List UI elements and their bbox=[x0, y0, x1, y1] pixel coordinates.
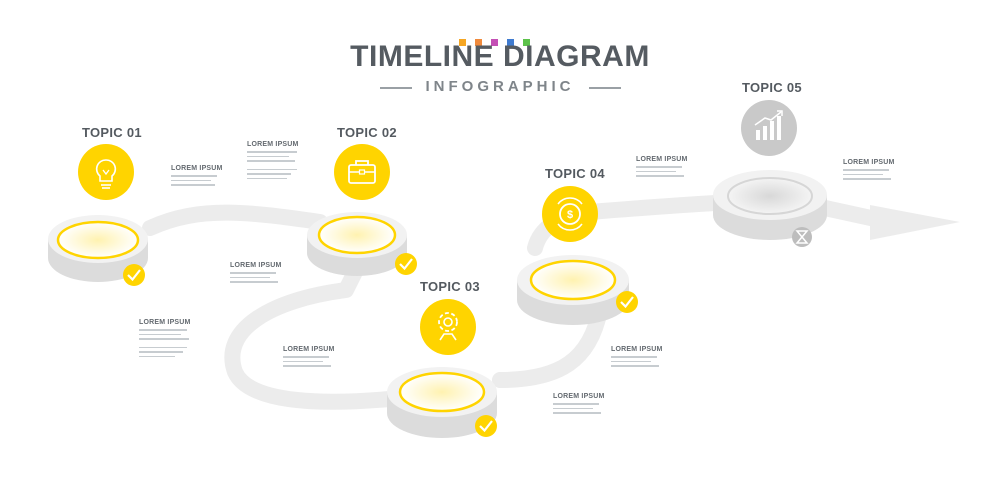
topic-title: TOPIC 03 bbox=[420, 279, 480, 294]
note-line bbox=[611, 365, 659, 367]
note-line bbox=[230, 272, 276, 274]
growth-chart-icon bbox=[741, 100, 797, 156]
platform-03 bbox=[387, 367, 497, 438]
note: LOREM IPSUM bbox=[843, 159, 895, 180]
note-heading: LOREM IPSUM bbox=[247, 141, 299, 148]
note-line bbox=[283, 356, 329, 358]
palette-dot bbox=[491, 39, 498, 46]
note-line bbox=[139, 351, 183, 353]
note-line bbox=[553, 403, 599, 405]
topic-title: TOPIC 01 bbox=[82, 125, 142, 140]
palette-dot bbox=[507, 39, 514, 46]
svg-text:$: $ bbox=[567, 209, 573, 221]
palette-dot bbox=[475, 39, 482, 46]
checkmark-icon bbox=[475, 415, 497, 437]
note-heading: LOREM IPSUM bbox=[611, 346, 663, 353]
note: LOREM IPSUM bbox=[139, 319, 194, 357]
briefcase-icon bbox=[334, 144, 390, 200]
note-line bbox=[611, 356, 657, 358]
coin-exchange-icon: $ bbox=[542, 186, 598, 242]
palette-dot bbox=[459, 39, 466, 46]
note-line bbox=[171, 184, 215, 186]
note-line bbox=[247, 155, 289, 157]
note-line bbox=[139, 355, 175, 357]
note-line bbox=[611, 360, 651, 362]
page-title: TIMELINE DIAGRAM bbox=[350, 40, 650, 73]
note-line bbox=[247, 151, 297, 153]
checkmark-icon bbox=[395, 253, 417, 275]
note-line bbox=[247, 173, 291, 175]
note-line bbox=[230, 281, 278, 283]
gear-icon bbox=[420, 299, 476, 355]
note-line bbox=[139, 346, 187, 348]
note-line bbox=[283, 365, 331, 367]
note-line bbox=[139, 338, 189, 340]
subtitle-row: INFOGRAPHIC bbox=[0, 78, 1000, 96]
note-line bbox=[636, 175, 684, 177]
note-heading: LOREM IPSUM bbox=[139, 319, 191, 326]
note: LOREM IPSUM bbox=[611, 346, 663, 367]
note-line bbox=[171, 175, 217, 177]
note-line bbox=[247, 160, 295, 162]
note-heading: LOREM IPSUM bbox=[553, 393, 605, 400]
platform-02 bbox=[307, 212, 417, 276]
note-line bbox=[283, 360, 323, 362]
note-heading: LOREM IPSUM bbox=[230, 262, 282, 269]
note-line bbox=[636, 170, 676, 172]
note-heading: LOREM IPSUM bbox=[171, 165, 223, 172]
note-heading: LOREM IPSUM bbox=[283, 346, 335, 353]
note: LOREM IPSUM bbox=[171, 165, 223, 186]
palette-dots bbox=[459, 33, 539, 51]
note-line bbox=[843, 173, 883, 175]
topic-title: TOPIC 02 bbox=[337, 125, 397, 140]
note-line bbox=[230, 276, 270, 278]
note-line bbox=[171, 179, 211, 181]
note: LOREM IPSUM bbox=[283, 346, 335, 367]
platform-05 bbox=[713, 170, 827, 247]
note-line bbox=[553, 412, 601, 414]
topic-title: TOPIC 04 bbox=[545, 166, 605, 181]
platform-01 bbox=[48, 215, 148, 286]
palette-dot bbox=[523, 39, 530, 46]
note-line bbox=[139, 333, 181, 335]
note-line bbox=[843, 169, 889, 171]
note-line bbox=[247, 177, 287, 179]
note: LOREM IPSUM bbox=[553, 393, 605, 414]
note-line bbox=[843, 178, 891, 180]
note-line bbox=[636, 166, 682, 168]
note-line bbox=[553, 407, 593, 409]
note-line bbox=[247, 168, 297, 170]
checkmark-icon bbox=[616, 291, 638, 313]
topic-title: TOPIC 05 bbox=[742, 80, 802, 95]
arrow-head bbox=[870, 205, 960, 240]
checkmark-icon bbox=[123, 264, 145, 286]
note-heading: LOREM IPSUM bbox=[636, 156, 688, 163]
timeline-road bbox=[142, 195, 960, 410]
note-heading: LOREM IPSUM bbox=[843, 159, 895, 166]
page-subtitle: INFOGRAPHIC bbox=[379, 78, 621, 95]
platform-04 bbox=[517, 255, 638, 325]
note-line bbox=[139, 329, 187, 331]
note: LOREM IPSUM bbox=[247, 141, 302, 179]
note: LOREM IPSUM bbox=[636, 156, 688, 177]
note: LOREM IPSUM bbox=[230, 262, 282, 283]
lightbulb-icon bbox=[78, 144, 134, 200]
